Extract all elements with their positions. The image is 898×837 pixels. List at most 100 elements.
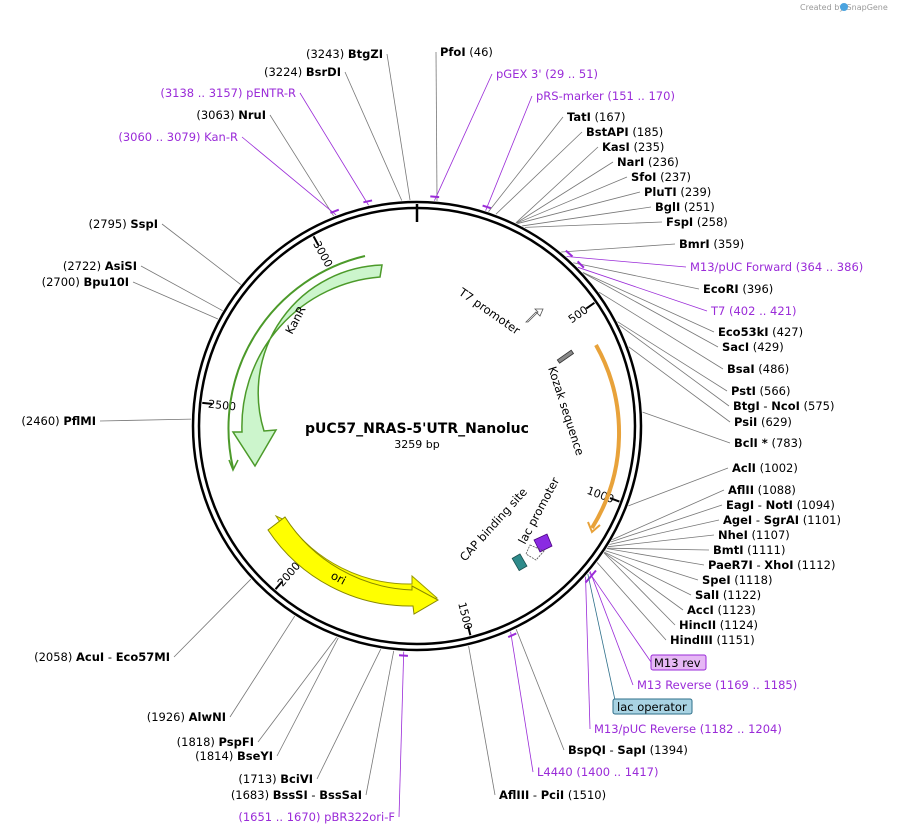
enzyme-label[interactable]: AccI (1123) — [687, 603, 756, 617]
enzyme-label[interactable]: FspI (258) — [666, 215, 728, 229]
leader-line — [582, 271, 715, 333]
enzyme-label[interactable]: SpeI (1118) — [702, 573, 773, 587]
enzyme-label[interactable]: SalI (1122) — [695, 588, 761, 602]
leader-line — [485, 95, 533, 211]
leader-line — [517, 191, 641, 224]
enzyme-label[interactable]: (3063) NruI — [196, 108, 266, 122]
enzyme-label[interactable]: BspQI - SapI (1394) — [568, 743, 688, 757]
primer-label[interactable]: pGEX 3' (29 .. 51) — [496, 67, 598, 81]
plasmid-size: 3259 bp — [394, 438, 439, 451]
enzyme-label[interactable]: KasI (235) — [602, 140, 664, 154]
primer-label[interactable]: (3060 .. 3079) Kan-R — [118, 130, 238, 144]
primer-label[interactable]: (1651 .. 1670) pBR322ori-F — [238, 810, 395, 824]
enzyme-label[interactable]: (1818) PspFI — [177, 735, 254, 749]
leader-line — [132, 281, 219, 320]
lac-operator-label: lac operator — [617, 700, 687, 714]
kozak-label: Kozak sequence — [545, 365, 587, 458]
enzyme-label[interactable]: BstAPI (185) — [586, 125, 663, 139]
leader-line — [606, 548, 705, 566]
enzyme-label[interactable]: (1683) BssSI - BssSaI — [231, 788, 362, 802]
leader-line — [585, 576, 591, 730]
enzyme-label[interactable]: PfoI (46) — [440, 45, 493, 59]
enzyme-label[interactable]: (3224) BsrDI — [264, 65, 341, 79]
lac-operator-box[interactable]: lac operator — [612, 698, 693, 715]
enzyme-label[interactable]: EagI - NotI (1094) — [726, 498, 835, 512]
tick-label: 2500 — [207, 398, 236, 414]
enzyme-label[interactable]: (1926) AlwNI — [147, 710, 226, 724]
enzyme-label[interactable]: (2460) PflMI — [21, 414, 96, 428]
leader-line — [561, 243, 676, 253]
kozak-feature[interactable]: Kozak sequence — [545, 349, 587, 458]
enzyme-label[interactable]: BmtI (1111) — [713, 543, 785, 557]
enzyme-label[interactable]: BsaI (486) — [727, 362, 789, 376]
leader-line — [398, 651, 405, 818]
primer-label[interactable]: T7 (402 .. 421) — [710, 304, 797, 318]
leader-line — [577, 266, 708, 312]
enzyme-label[interactable]: (1713) BciVI — [238, 772, 313, 786]
leader-line — [598, 291, 724, 370]
enzyme-label[interactable]: SacI (429) — [722, 340, 784, 354]
tick-mark — [312, 235, 320, 246]
enzyme-label[interactable]: (2058) AcuI - Eco57MI — [34, 650, 170, 664]
enzyme-label[interactable]: BtgI - NcoI (575) — [733, 399, 834, 413]
enzyme-label[interactable]: Eco53kI (427) — [718, 325, 803, 339]
enzyme-label[interactable]: NheI (1107) — [718, 528, 790, 542]
enzyme-label[interactable]: NarI (236) — [617, 155, 679, 169]
enzyme-label[interactable]: BmrI (359) — [679, 237, 744, 251]
enzyme-label[interactable]: (3243) BtgZI — [306, 47, 383, 61]
primer-label[interactable]: (3138 .. 3157) pENTR-R — [160, 86, 296, 100]
leader-line — [510, 631, 534, 773]
leader-line — [435, 51, 438, 201]
tick-mark — [609, 497, 620, 503]
ori-feature[interactable]: ori — [267, 514, 440, 615]
leader-line — [276, 637, 339, 757]
leader-line — [299, 92, 369, 206]
t7-promoter-feature[interactable]: T7 promoter — [455, 284, 544, 338]
enzyme-label[interactable]: (2795) SspI — [88, 217, 158, 231]
enzyme-label[interactable]: PstI (566) — [731, 384, 790, 398]
enzyme-label[interactable]: EcoRI (396) — [703, 282, 773, 296]
primer-mark — [576, 260, 585, 269]
kanr-feature[interactable]: KanR — [227, 255, 383, 472]
leader-line — [573, 262, 700, 290]
primer-label[interactable]: M13/pUC Reverse (1182 .. 1204) — [594, 722, 782, 736]
leader-line — [583, 272, 719, 348]
lac-promoter-label: lac promoter — [515, 475, 562, 547]
primer-label[interactable]: M13 Reverse (1169 .. 1185) — [637, 678, 797, 692]
enzyme-label[interactable]: AgeI - SgrAI (1101) — [723, 513, 841, 527]
leader-line — [140, 265, 223, 312]
enzyme-label[interactable]: HincII (1124) — [679, 618, 758, 632]
primer-mark — [430, 195, 440, 199]
leader-line — [628, 346, 731, 423]
leader-line — [495, 131, 583, 215]
enzyme-label[interactable]: (2700) Bpu10I — [42, 275, 129, 289]
leader-line — [628, 467, 729, 507]
primer-mark — [584, 575, 593, 584]
enzyme-label[interactable]: BclI * (783) — [734, 436, 802, 450]
enzyme-label[interactable]: (2722) AsiSI — [63, 259, 137, 273]
enzyme-label[interactable]: SfoI (237) — [631, 170, 691, 184]
enzyme-label[interactable]: AflII (1088) — [728, 483, 796, 497]
enzyme-label[interactable]: AclI (1002) — [732, 461, 798, 475]
enzyme-label[interactable]: TatI (167) — [567, 110, 626, 124]
leader-line — [515, 628, 565, 751]
enzyme-label[interactable]: AflIII - PciI (1510) — [499, 788, 606, 802]
primer-label[interactable]: L4440 (1400 .. 1417) — [537, 765, 658, 779]
tick-mark — [466, 625, 472, 636]
nanoluc-orf[interactable] — [587, 344, 621, 534]
enzyme-label[interactable]: PaeR7I - XhoI (1112) — [708, 558, 835, 572]
enzyme-label[interactable]: PluTI (239) — [644, 185, 711, 199]
m13-rev-box[interactable]: M13 rev — [650, 654, 707, 671]
enzyme-label[interactable]: (1814) BseYI — [195, 749, 273, 763]
tick-label: 3000 — [310, 239, 335, 270]
primer-label[interactable]: pRS-marker (151 .. 170) — [536, 89, 675, 103]
leader-line — [605, 550, 699, 581]
primer-label[interactable]: M13/pUC Forward (364 .. 386) — [690, 260, 863, 274]
leader-line — [161, 223, 241, 285]
cap-binding-feature[interactable]: CAP binding site — [457, 485, 530, 572]
lac-promoter-feature[interactable]: lac promoter — [515, 475, 562, 561]
enzyme-label[interactable]: HindIII (1151) — [670, 633, 755, 647]
enzyme-label[interactable]: BglI (251) — [655, 200, 715, 214]
enzyme-label[interactable]: PsiI (629) — [734, 415, 792, 429]
